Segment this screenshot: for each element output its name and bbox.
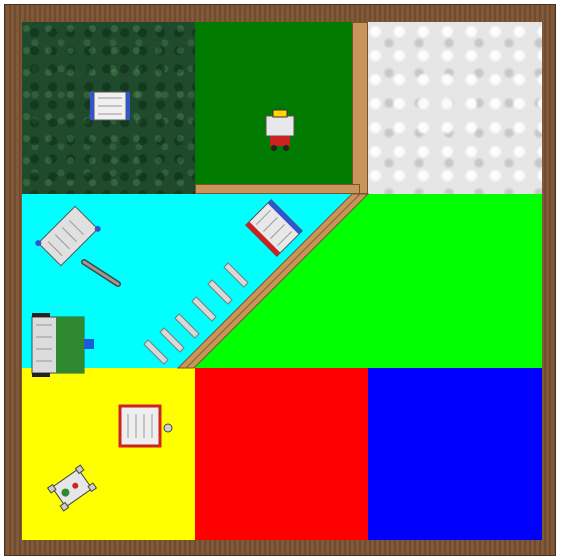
robot-small-yellow (48, 465, 97, 511)
scene-overlay (22, 22, 542, 540)
robot-yellow (120, 406, 172, 446)
arena-field (22, 22, 542, 540)
robot-dark-green (266, 110, 294, 151)
robot-forest (90, 92, 130, 120)
